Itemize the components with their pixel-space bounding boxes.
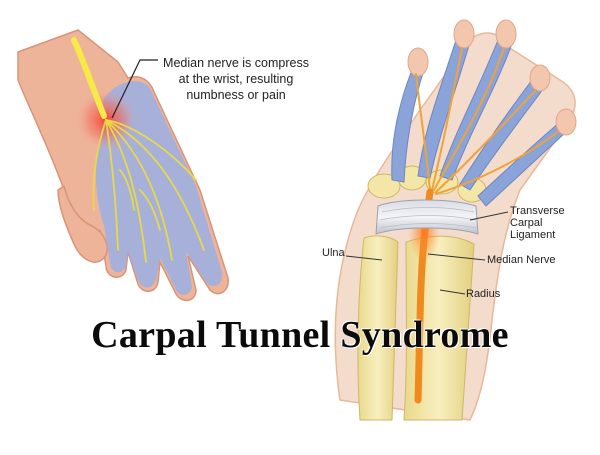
page-title: Carpal Tunnel Syndrome	[91, 314, 509, 356]
left-hand	[17, 29, 229, 302]
ulna-bone	[357, 235, 399, 421]
nerve-branches	[92, 119, 205, 263]
radius-label: Radius	[466, 288, 501, 300]
callout-text: Median nerve is compress at the wrist, r…	[161, 55, 311, 103]
median-nerve-label: Median Nerve	[487, 254, 556, 266]
ligament-label-line-2: Ligament	[510, 229, 556, 241]
callout-pointer	[111, 59, 158, 119]
ligament-label-line-1: Transverse Carpal	[510, 205, 565, 229]
thumb	[57, 184, 108, 263]
callout-line-2: at the wrist, resulting	[178, 72, 294, 86]
palmar-nerves	[415, 47, 559, 195]
finger-tips	[407, 19, 577, 136]
callout-line-3: numbness or pain	[186, 88, 286, 102]
median-nerve-forearm	[71, 37, 107, 119]
ligament-fibers	[379, 207, 477, 229]
wrist-anatomy	[334, 19, 577, 421]
ligament-label: Transverse Carpal Ligament	[510, 205, 600, 241]
label-pointers	[345, 211, 509, 295]
callout-line-1: Median nerve is compress	[163, 56, 309, 70]
ulna-label: Ulna	[322, 247, 345, 259]
